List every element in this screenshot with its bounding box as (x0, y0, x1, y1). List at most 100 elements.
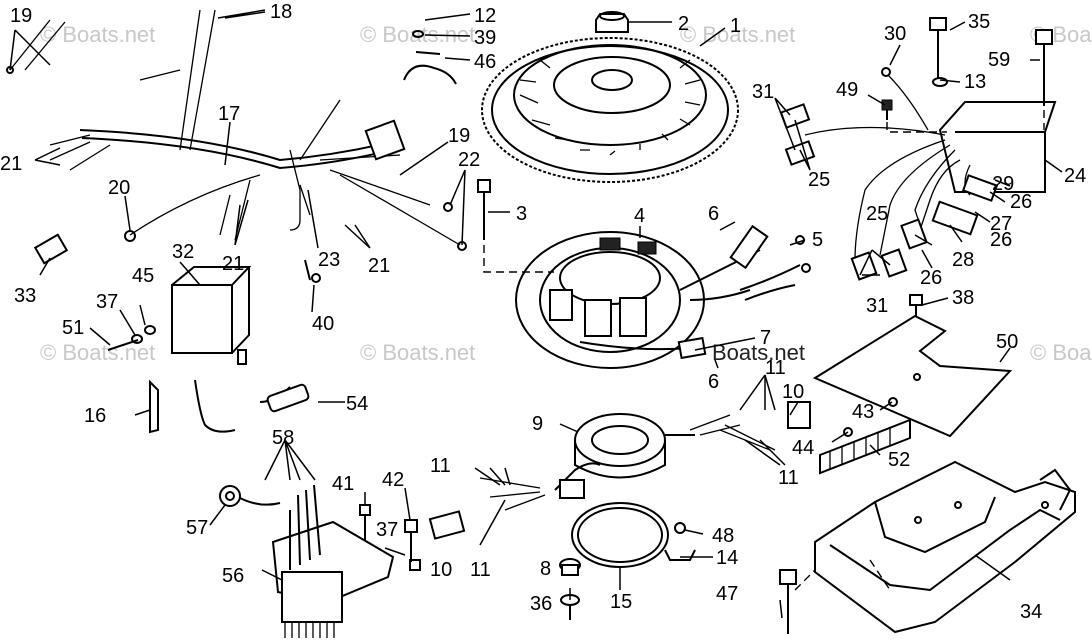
stator-terminals (739, 235, 811, 301)
callout-49: 49 (836, 79, 858, 101)
flywheel-nut (595, 11, 629, 33)
flywheel-fins (519, 59, 701, 156)
callout-28: 28 (952, 249, 974, 271)
callout-31-bottom: 31 (866, 295, 888, 317)
callout-59: 59 (988, 49, 1010, 71)
callout-20: 20 (108, 177, 130, 199)
terminal-block (819, 397, 911, 475)
callout-1: 1 (730, 15, 741, 37)
callout-34: 34 (1020, 601, 1042, 623)
flywheel (481, 37, 739, 183)
callout-2: 2 (678, 13, 689, 35)
callout-37-top: 37 (96, 291, 118, 313)
callout-54: 54 (346, 393, 368, 415)
leader-lines (9, 9, 1063, 619)
callout-52: 52 (888, 449, 910, 471)
watermarks: © Boats.net © Boats.net © Boats.net © Bo… (40, 22, 1092, 365)
watermark-top-center: © Boats.net (360, 22, 475, 47)
clamp-hardware (664, 522, 696, 561)
callout-6-bottom: 6 (708, 371, 719, 393)
callout-42: 42 (382, 469, 404, 491)
callout-8: 8 (540, 558, 551, 580)
callout-11-left-top: 11 (430, 455, 451, 477)
callout-23: 23 (318, 249, 340, 271)
callout-44: 44 (792, 437, 814, 459)
callout-11-right-top: 11 (765, 357, 786, 379)
small-screws (304, 259, 321, 283)
callout-41: 41 (332, 473, 354, 495)
callout-37-bottom: 37 (376, 519, 398, 541)
watermark-mid-edge: © Boats.net (1030, 340, 1092, 365)
callout-24: 24 (1064, 165, 1086, 187)
callout-11-left-bottom: 11 (470, 559, 491, 581)
sensor-screws (559, 558, 581, 620)
stator-screw (477, 179, 491, 240)
callout-35: 35 (968, 11, 990, 33)
guide-dash-stator (483, 232, 554, 273)
callout-17: 17 (218, 103, 240, 125)
callout-25-bottom: 25 (866, 203, 888, 225)
callout-58: 58 (272, 427, 294, 449)
callout-labels: 1 2 3 4 5 6 6 7 8 9 10 10 11 11 11 11 12… (0, 1, 1086, 623)
callout-19-left: 19 (10, 5, 32, 27)
callout-4: 4 (634, 205, 645, 227)
callout-26-middle: 26 (990, 229, 1012, 251)
clip-hardware (403, 30, 457, 85)
callout-10-left: 10 (430, 559, 452, 581)
callout-9: 9 (532, 413, 543, 435)
ignition-coil (171, 266, 252, 365)
callout-21-center: 21 (222, 253, 244, 275)
watermark-top-right: © Boats.net (680, 22, 795, 47)
callout-30: 30 (884, 23, 906, 45)
callout-18: 18 (270, 1, 292, 23)
guide-dash-module (886, 110, 1045, 133)
callout-11-right-bottom: 11 (778, 467, 799, 489)
guide-dash-tray (794, 559, 891, 591)
callout-22: 22 (458, 149, 480, 171)
callout-57: 57 (186, 517, 208, 539)
stator (515, 224, 769, 369)
sensor-coil (479, 413, 776, 511)
callout-3: 3 (516, 203, 527, 225)
callout-36: 36 (530, 593, 552, 615)
ground-lead (881, 67, 929, 131)
ground-bracket (149, 379, 159, 434)
callout-13: 13 (964, 71, 986, 93)
callout-21-left: 21 (0, 153, 22, 175)
callout-15: 15 (610, 591, 632, 613)
spark-plug-lead (194, 379, 310, 433)
watermark-top-left: © Boats.net (40, 22, 155, 47)
callout-39: 39 (474, 27, 496, 49)
stator-connector (579, 336, 707, 360)
callout-27: 27 (990, 213, 1012, 235)
callout-33: 33 (14, 285, 36, 307)
callout-14: 14 (716, 547, 738, 569)
callout-40: 40 (312, 313, 334, 335)
callout-12: 12 (474, 5, 496, 27)
callout-45: 45 (132, 265, 154, 287)
callout-48: 48 (712, 525, 734, 547)
pack-screws (359, 504, 418, 562)
terminal-boot (33, 233, 69, 265)
callout-6-top: 6 (708, 203, 719, 225)
wire-harness (49, 9, 467, 251)
callout-51: 51 (62, 317, 84, 339)
callout-16: 16 (84, 405, 106, 427)
ignition-module (779, 101, 1057, 281)
callout-32: 32 (172, 241, 194, 263)
callout-7: 7 (760, 327, 771, 349)
callout-25-top: 25 (808, 169, 830, 191)
callout-5: 5 (812, 229, 823, 251)
callout-43: 43 (852, 401, 874, 423)
power-pack (219, 484, 421, 638)
callout-56: 56 (222, 565, 244, 587)
tray-screw (779, 569, 797, 634)
retaining-ring (571, 502, 669, 568)
callout-31-top: 31 (752, 81, 774, 103)
mounting-plate (812, 314, 1013, 438)
watermark-mid-left: © Boats.net (40, 340, 155, 365)
plate-screw (909, 294, 923, 317)
callout-46: 46 (474, 51, 496, 73)
callout-50: 50 (996, 331, 1018, 353)
